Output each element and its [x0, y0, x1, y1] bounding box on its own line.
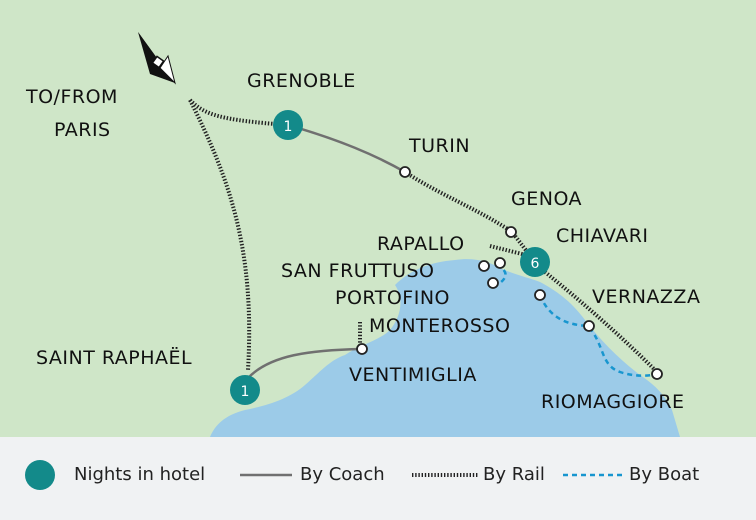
hotel-nights-chiavari: 6 [531, 256, 540, 272]
rail-line-chiavari-riomaggiore [538, 266, 659, 374]
stop-marker-portofino [487, 277, 499, 289]
map-legend: Nights in hotel By Coach By Rail By Boat [0, 437, 756, 520]
legend-rail-label: By Rail [483, 464, 545, 485]
rail-line-paris-grenoble [188, 98, 289, 127]
stop-marker-monterosso [356, 343, 368, 355]
hotel-nights-grenoble: 1 [284, 119, 293, 135]
label-to-from: TO/FROM [26, 86, 118, 108]
hotel-marker-grenoble: 1 [273, 110, 303, 140]
sea-area [210, 259, 680, 437]
stop-marker-genoa [505, 226, 517, 238]
label-genoa: GENOA [511, 188, 583, 210]
label-vernazza: VERNAZZA [592, 286, 701, 308]
stop-marker-san-fruttuso [478, 260, 490, 272]
north-arrow-icon [138, 32, 176, 85]
coach-line-grenoble-turin [287, 123, 406, 174]
stop-marker-turin [399, 166, 411, 178]
stop-marker-rapallo [494, 257, 506, 269]
legend-coach-label: By Coach [300, 464, 385, 485]
legend-hotel-swatch [25, 460, 55, 490]
coach-line-saintraphael-ventimiglia [247, 347, 363, 379]
label-turin: TURIN [409, 135, 471, 157]
stop-marker-riomaggiore [651, 368, 663, 380]
label-grenoble: GRENOBLE [247, 70, 356, 92]
legend-hotel-label: Nights in hotel [74, 464, 206, 485]
label-portofino: PORTOFINO [335, 287, 450, 309]
legend-boat-label: By Boat [629, 464, 700, 485]
stop-marker-vernazza-coast [534, 289, 546, 301]
label-ventimiglia: VENTIMIGLIA [349, 364, 477, 386]
stop-marker-vernazza [583, 320, 595, 332]
rail-line-rapallo-chiavari [489, 244, 531, 258]
hotel-marker-chiavari: 6 [520, 247, 550, 277]
hotel-marker-saint-raphael: 1 [230, 375, 260, 405]
rail-line-paris-saintraphael [188, 99, 252, 371]
label-rapallo: RAPALLO [377, 233, 465, 255]
label-paris: PARIS [54, 119, 111, 141]
rail-line-turin-chiavari [403, 170, 537, 264]
label-chiavari: CHIAVARI [556, 225, 649, 247]
legend-symbols [25, 460, 622, 490]
label-monterosso: MONTEROSSO [369, 315, 511, 337]
label-san-fruttuso: SAN FRUTTUSO [281, 260, 435, 282]
boat-line-chiavari-riomaggiore [538, 294, 658, 377]
label-riomaggiore: RIOMAGGIORE [541, 391, 685, 413]
hotel-nights-saint-raphael: 1 [241, 384, 250, 400]
label-saint-raphael: SAINT RAPHAËL [36, 347, 193, 369]
